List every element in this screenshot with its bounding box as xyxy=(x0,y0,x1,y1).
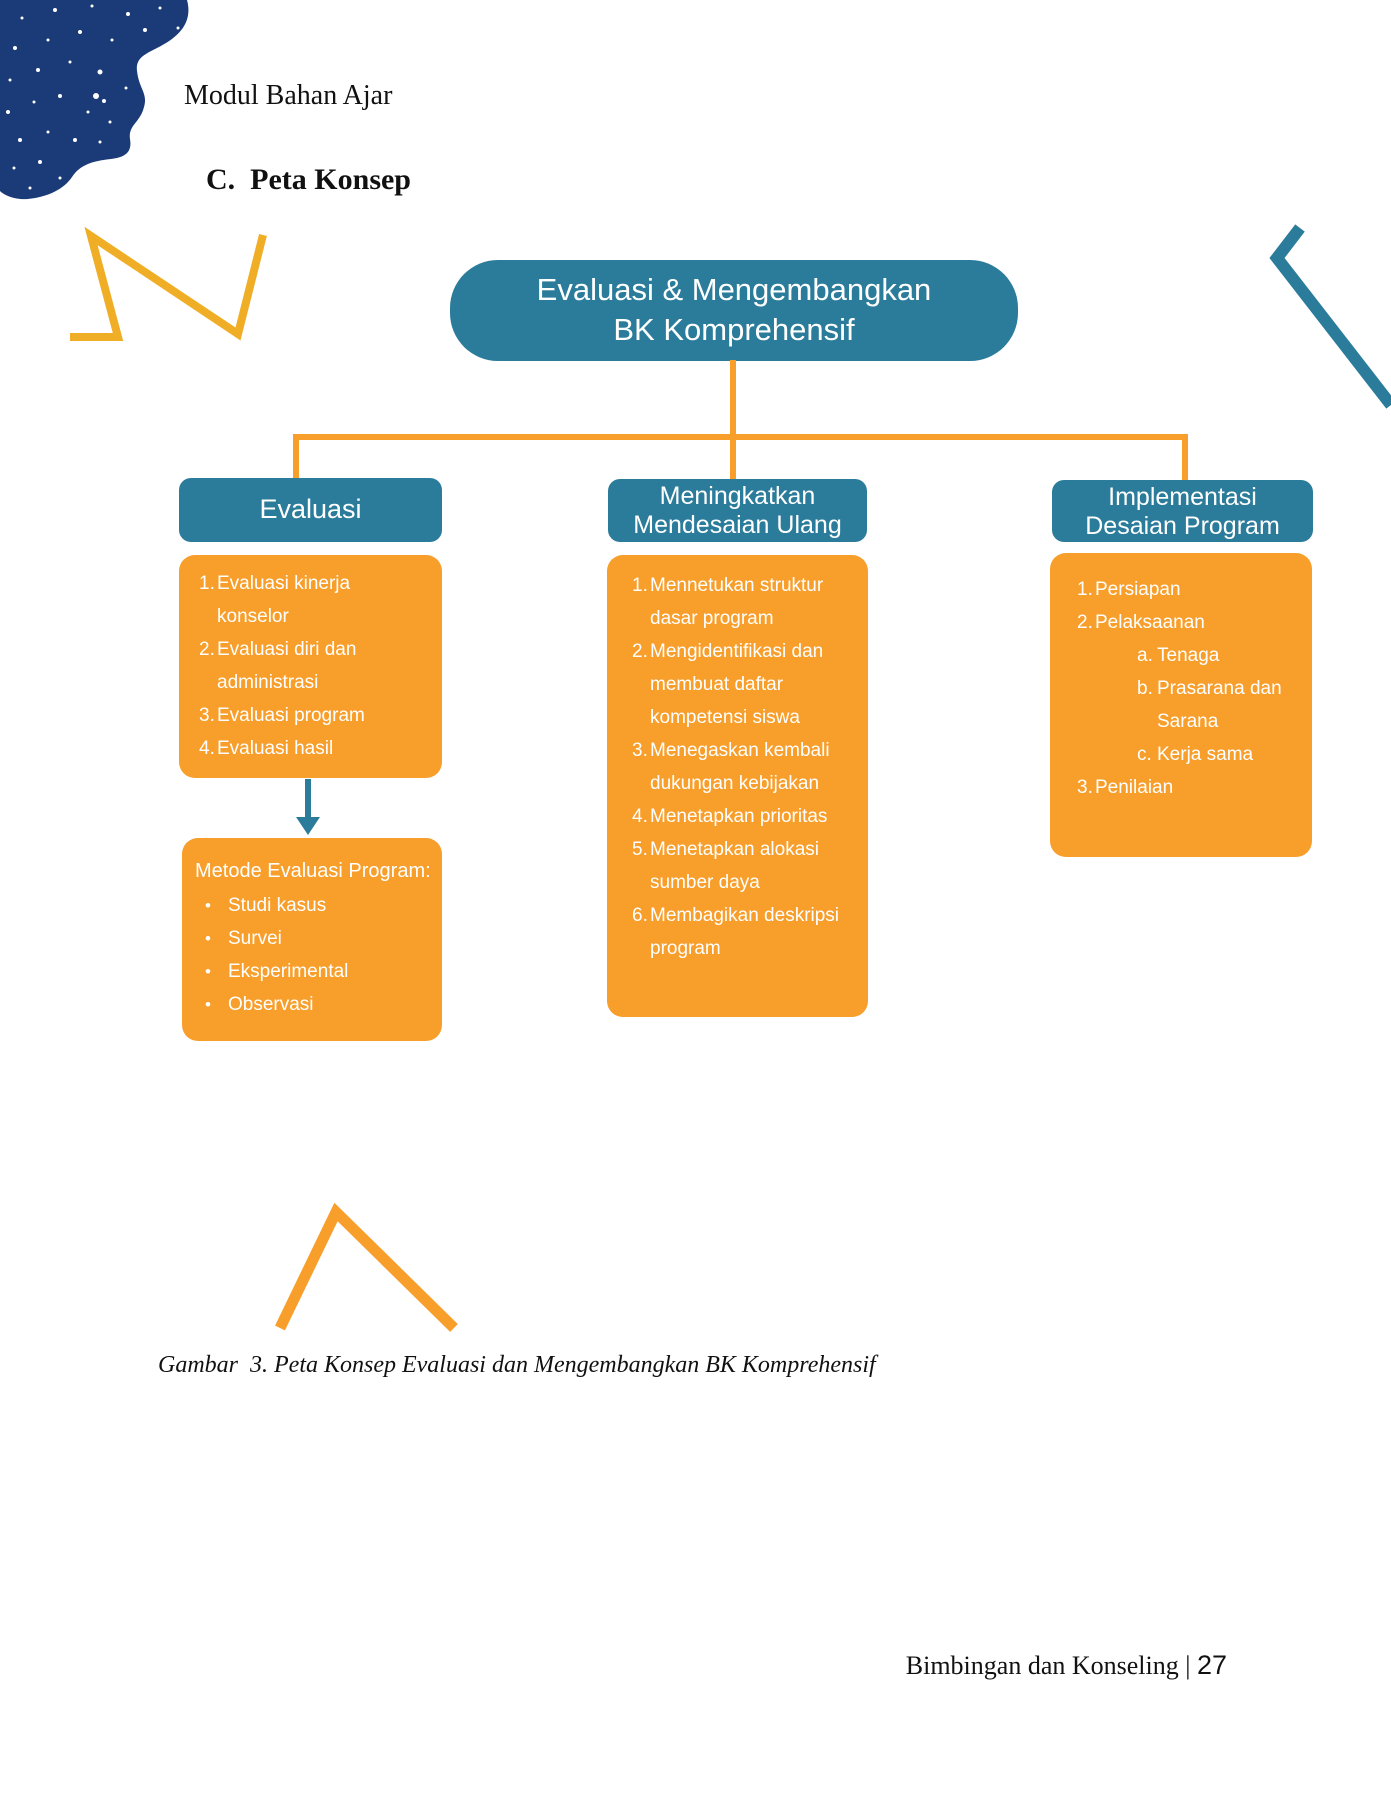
metode-evaluasi-box: Metode Evaluasi Program: • Studi kasus •… xyxy=(182,838,442,1041)
bullet-icon: • xyxy=(205,929,211,948)
list-item: 1. Persiapan xyxy=(1077,573,1304,606)
bullet-item-text: Studi kasus xyxy=(228,895,327,916)
list-item-text: Mennetukan struktur dasar program xyxy=(650,575,824,629)
section-heading: C. Peta Konsep xyxy=(206,163,411,196)
metode-box-title: Metode Evaluasi Program: xyxy=(195,860,431,882)
bullet-item-text: Observasi xyxy=(228,994,314,1015)
bullet-icon: • xyxy=(205,962,211,981)
list-item-text: Evaluasi program xyxy=(217,705,365,726)
column-header-implementasi: Implementasi Desaian Program xyxy=(1052,480,1313,542)
bullet-icon: • xyxy=(205,896,211,915)
blob-shape xyxy=(0,0,189,200)
implementasi-list-box: 1. Persiapan 2. Pelaksaanan a. Tenaga b.… xyxy=(1050,553,1312,857)
list-item-text: Menetapkan alokasi sumber daya xyxy=(650,839,819,893)
list-item: 3. Penilaian xyxy=(1077,771,1304,804)
list-item-number: 4. xyxy=(199,738,215,759)
list-item: 2. Evaluasi diri dan administrasi xyxy=(199,633,432,699)
column-header-evaluasi: Evaluasi xyxy=(179,478,442,542)
bullet-item: • Studi kasus xyxy=(182,889,442,922)
connector-left-drop xyxy=(293,434,299,480)
list-item: 6. Membagikan deskripsi program xyxy=(632,899,860,965)
starry-blob-decoration xyxy=(0,0,189,200)
list-item-number: 2. xyxy=(632,641,648,662)
list-item-text: Penilaian xyxy=(1095,777,1174,798)
list-item-number: a. xyxy=(1137,645,1153,666)
list-item-number: c. xyxy=(1137,744,1152,765)
list-item-number: 6. xyxy=(632,905,648,926)
module-header-label: Modul Bahan Ajar xyxy=(184,80,393,111)
teal-chevron-decoration xyxy=(1269,224,1391,409)
column-header-meningkatkan: Meningkatkan Mendesaian Ulang xyxy=(608,479,867,542)
list-item-text: Tenaga xyxy=(1157,645,1220,666)
meningkatkan-list-box: 1. Mennetukan struktur dasar program 2. … xyxy=(607,555,868,1017)
list-item: 5. Menetapkan alokasi sumber daya xyxy=(632,833,860,899)
list-item-number: 2. xyxy=(199,639,215,660)
list-item: 4. Menetapkan prioritas xyxy=(632,800,860,833)
list-item-text: Persiapan xyxy=(1095,579,1181,600)
page-footer: Bimbingan dan Konseling | 27 xyxy=(906,1650,1227,1681)
down-arrow-head xyxy=(296,817,320,835)
list-item: 2. Mengidentifikasi dan membuat daftar k… xyxy=(632,635,860,734)
stars xyxy=(6,4,180,190)
connector-center-vertical xyxy=(730,360,736,480)
list-item-number: b. xyxy=(1137,678,1153,699)
sub-list-item: b. Prasarana dan Sarana xyxy=(1077,672,1304,738)
bullet-icon: • xyxy=(205,995,211,1014)
list-item-number: 2. xyxy=(1077,612,1093,633)
list-item-text: Prasarana dan Sarana xyxy=(1157,678,1282,732)
list-item: 4. Evaluasi hasil xyxy=(199,732,432,765)
list-item-number: 5. xyxy=(632,839,648,860)
connector-right-drop xyxy=(1182,434,1188,482)
list-item-text: Evaluasi diri dan administrasi xyxy=(217,639,357,693)
bullet-item-text: Eksperimental xyxy=(228,961,349,982)
list-item: 1. Evaluasi kinerja konselor xyxy=(199,567,432,633)
down-arrow xyxy=(305,779,311,819)
bullet-item: • Observasi xyxy=(182,988,442,1021)
list-item-text: Membagikan deskripsi program xyxy=(650,905,840,959)
list-item-number: 3. xyxy=(632,740,648,761)
figure-caption: Gambar 3. Peta Konsep Evaluasi dan Menge… xyxy=(158,1352,876,1378)
list-item: 2. Pelaksaanan xyxy=(1077,606,1304,639)
list-item-text: Evaluasi kinerja konselor xyxy=(217,573,351,627)
list-item-number: 3. xyxy=(199,705,215,726)
list-item-text: Pelaksaanan xyxy=(1095,612,1205,633)
list-item: 1. Mennetukan struktur dasar program xyxy=(632,569,860,635)
list-item-number: 1. xyxy=(632,575,648,596)
sub-list-item: c. Kerja sama xyxy=(1077,738,1304,771)
list-item-number: 1. xyxy=(1077,579,1093,600)
diagram-title-box: Evaluasi & Mengembangkan BK Komprehensif xyxy=(450,260,1018,361)
list-item-text: Mengidentifikasi dan membuat daftar komp… xyxy=(650,641,824,728)
list-item: 3. Menegaskan kembali dukungan kebijakan xyxy=(632,734,860,800)
list-item-text: Menegaskan kembali dukungan kebijakan xyxy=(650,740,830,794)
bullet-item-text: Survei xyxy=(228,928,282,949)
list-item-number: 4. xyxy=(632,806,648,827)
list-item-text: Kerja sama xyxy=(1157,744,1254,765)
footer-text: Bimbingan dan Konseling | xyxy=(905,1651,1197,1680)
list-item-text: Menetapkan prioritas xyxy=(650,806,828,827)
list-item: 3. Evaluasi program xyxy=(199,699,432,732)
list-item-number: 3. xyxy=(1077,777,1093,798)
bullet-item: • Survei xyxy=(182,922,442,955)
list-item-text: Evaluasi hasil xyxy=(217,738,334,759)
sub-list-item: a. Tenaga xyxy=(1077,639,1304,672)
connector-horizontal xyxy=(293,434,1188,440)
yellow-zigzag-decoration xyxy=(70,226,267,341)
orange-caret-decoration xyxy=(275,1202,458,1332)
evaluasi-list-box: 1. Evaluasi kinerja konselor 2. Evaluasi… xyxy=(179,555,442,778)
bullet-item: • Eksperimental xyxy=(182,955,442,988)
list-item-number: 1. xyxy=(199,573,215,594)
page-number: 27 xyxy=(1196,1650,1227,1680)
